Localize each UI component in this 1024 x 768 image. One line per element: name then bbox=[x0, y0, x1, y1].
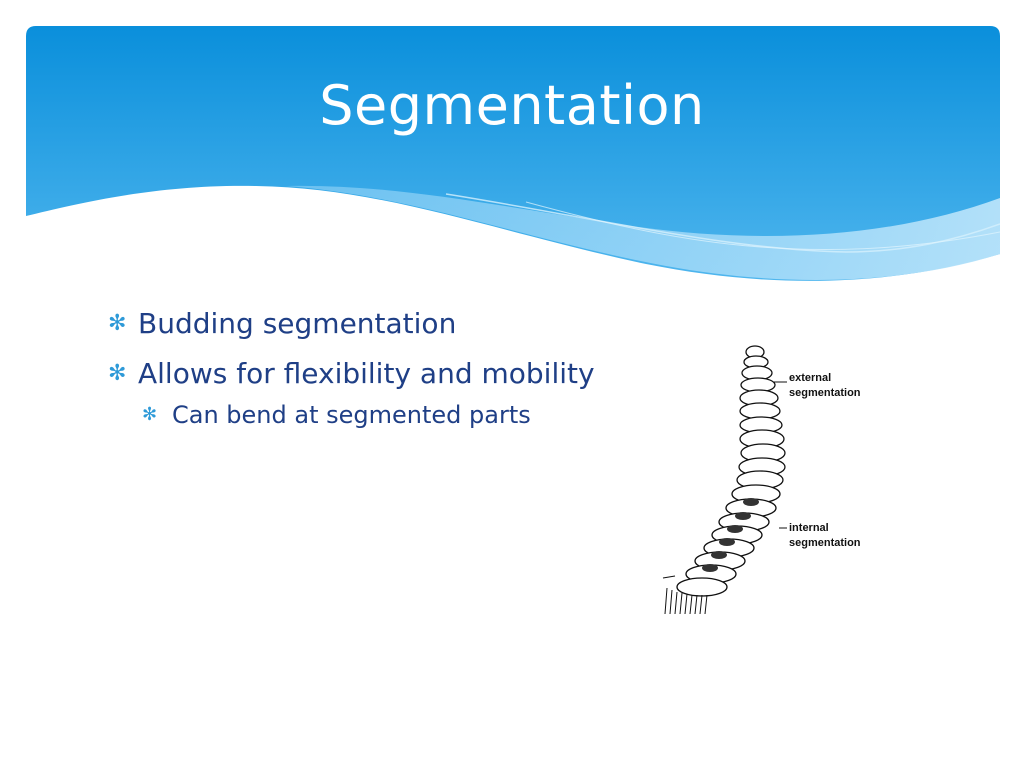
bullet-item: ✻ Budding segmentation bbox=[108, 306, 648, 342]
bullet-text: Can bend at segmented parts bbox=[172, 401, 531, 429]
bullet-item: ✻ Allows for flexibility and mobility bbox=[108, 356, 648, 392]
slide-title: Segmentation bbox=[319, 74, 705, 137]
bullet-text: Budding segmentation bbox=[138, 307, 457, 340]
bullet-list: ✻ Budding segmentation ✻ Allows for flex… bbox=[108, 306, 648, 430]
external-segmentation-label: external segmentation bbox=[789, 372, 861, 399]
wave-banner-graphic bbox=[26, 26, 1000, 281]
asterisk-bullet-icon: ✻ bbox=[142, 404, 158, 425]
asterisk-bullet-icon: ✻ bbox=[108, 361, 127, 386]
worm-segmentation-figure: external segmentation internal segmentat… bbox=[655, 338, 885, 616]
sub-bullet-item: ✻ Can bend at segmented parts bbox=[142, 400, 648, 430]
bullet-text: Allows for flexibility and mobility bbox=[138, 357, 595, 390]
title-banner bbox=[26, 26, 1000, 288]
asterisk-bullet-icon: ✻ bbox=[108, 311, 127, 336]
earthworm-illustration bbox=[662, 345, 787, 615]
internal-segmentation-label: internal segmentation bbox=[789, 522, 861, 549]
